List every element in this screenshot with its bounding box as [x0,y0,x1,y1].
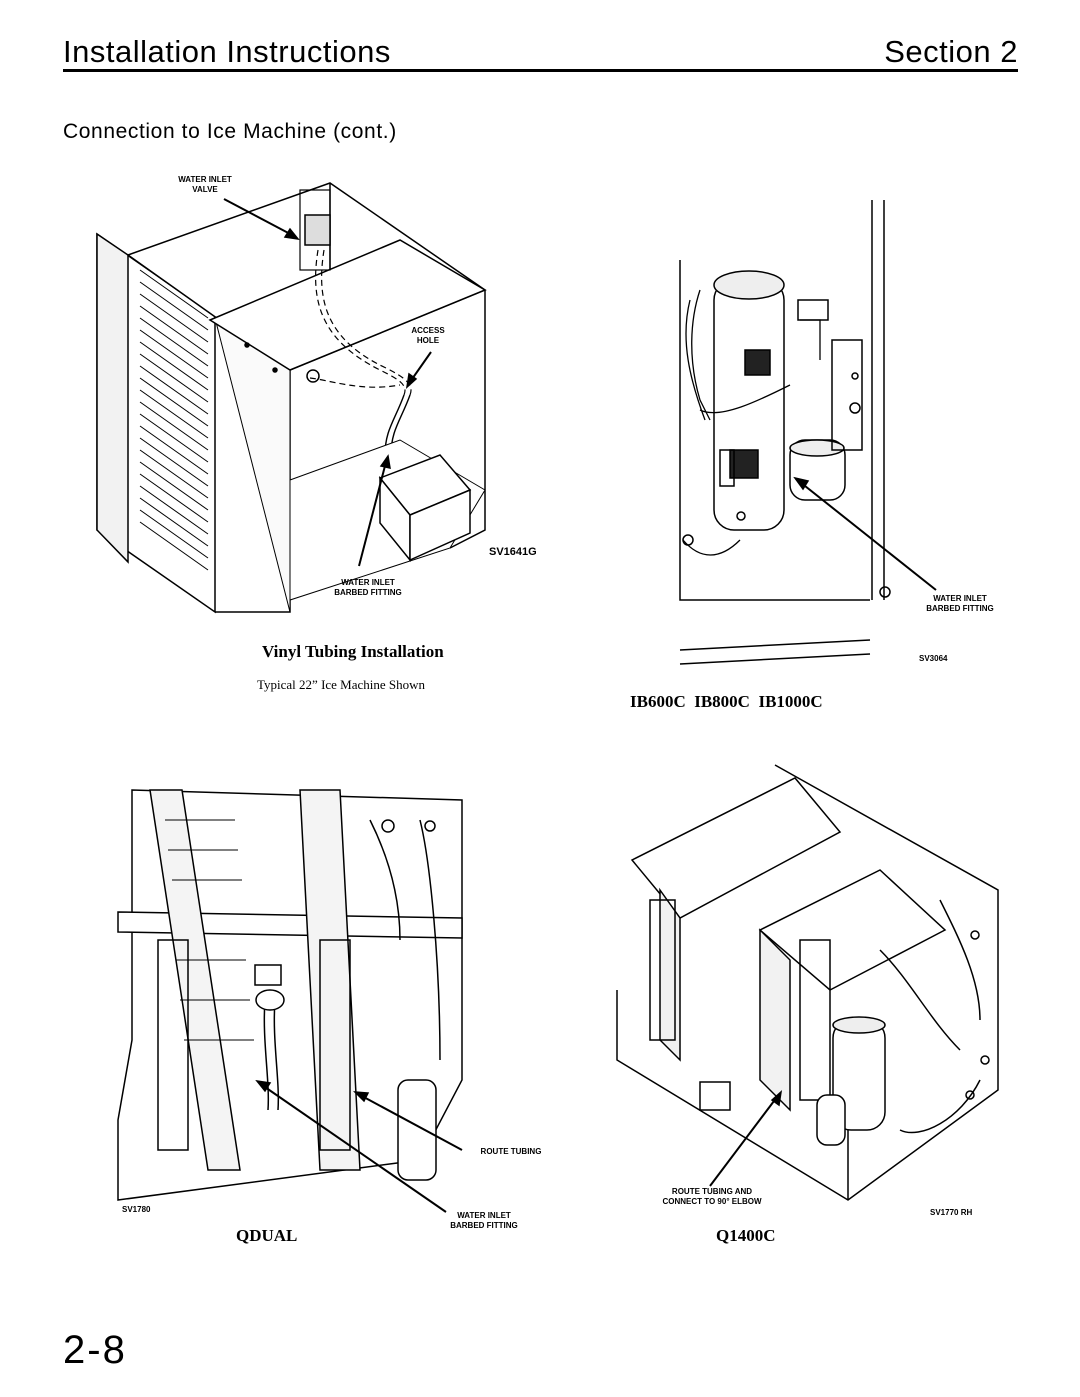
label-line: ACCESS [411,326,445,335]
page-number: 2-8 [63,1328,127,1372]
figure4-code: SV1770 RH [930,1208,973,1217]
label-barbed-fitting-2: WATER INLET BARBED FITTING [910,594,1010,614]
section-subtitle: Connection to Ice Machine (cont.) [63,120,397,143]
label-water-inlet-valve: WATER INLET VALVE [160,175,250,195]
label-barbed-fitting-3: WATER INLET BARBED FITTING [434,1211,534,1231]
label-line: VALVE [192,185,218,194]
figure1-caption: Vinyl Tubing Installation [262,642,444,661]
label-line: WATER INLET [457,1211,511,1220]
label-access-hole: ACCESS HOLE [398,326,458,346]
figure1-subcaption: Typical 22” Ice Machine Shown [257,677,426,692]
figure3-code: SV1780 [122,1205,151,1214]
label-line: WATER INLET [933,594,987,603]
label-line: BARBED FITTING [334,588,402,597]
label-route-tubing: ROUTE TUBING [480,1147,542,1156]
label-route-tubing-elbow: ROUTE TUBING AND CONNECT TO 90° ELBOW [642,1187,782,1207]
label-barbed-fitting: WATER INLET BARBED FITTING [318,578,418,598]
figure2-caption: IB600C IB800C IB1000C [630,692,823,711]
label-line: HOLE [416,336,440,345]
header-title: Installation Instructions [63,34,391,69]
label-line: BARBED FITTING [926,604,994,613]
header-rule [63,69,1018,72]
figure3-caption: QDUAL [236,1226,298,1245]
figure4-caption: Q1400C [716,1226,776,1245]
figure2-code: SV3064 [919,654,948,663]
figure1-code: SV1641G [489,546,537,558]
label-line: WATER INLET [178,175,232,184]
label-line: CONNECT TO 90° ELBOW [662,1197,762,1206]
label-line: BARBED FITTING [450,1221,518,1230]
header-section: Section 2 [884,34,1018,69]
label-line: ROUTE TUBING AND [671,1187,753,1196]
label-line: WATER INLET [341,578,395,587]
